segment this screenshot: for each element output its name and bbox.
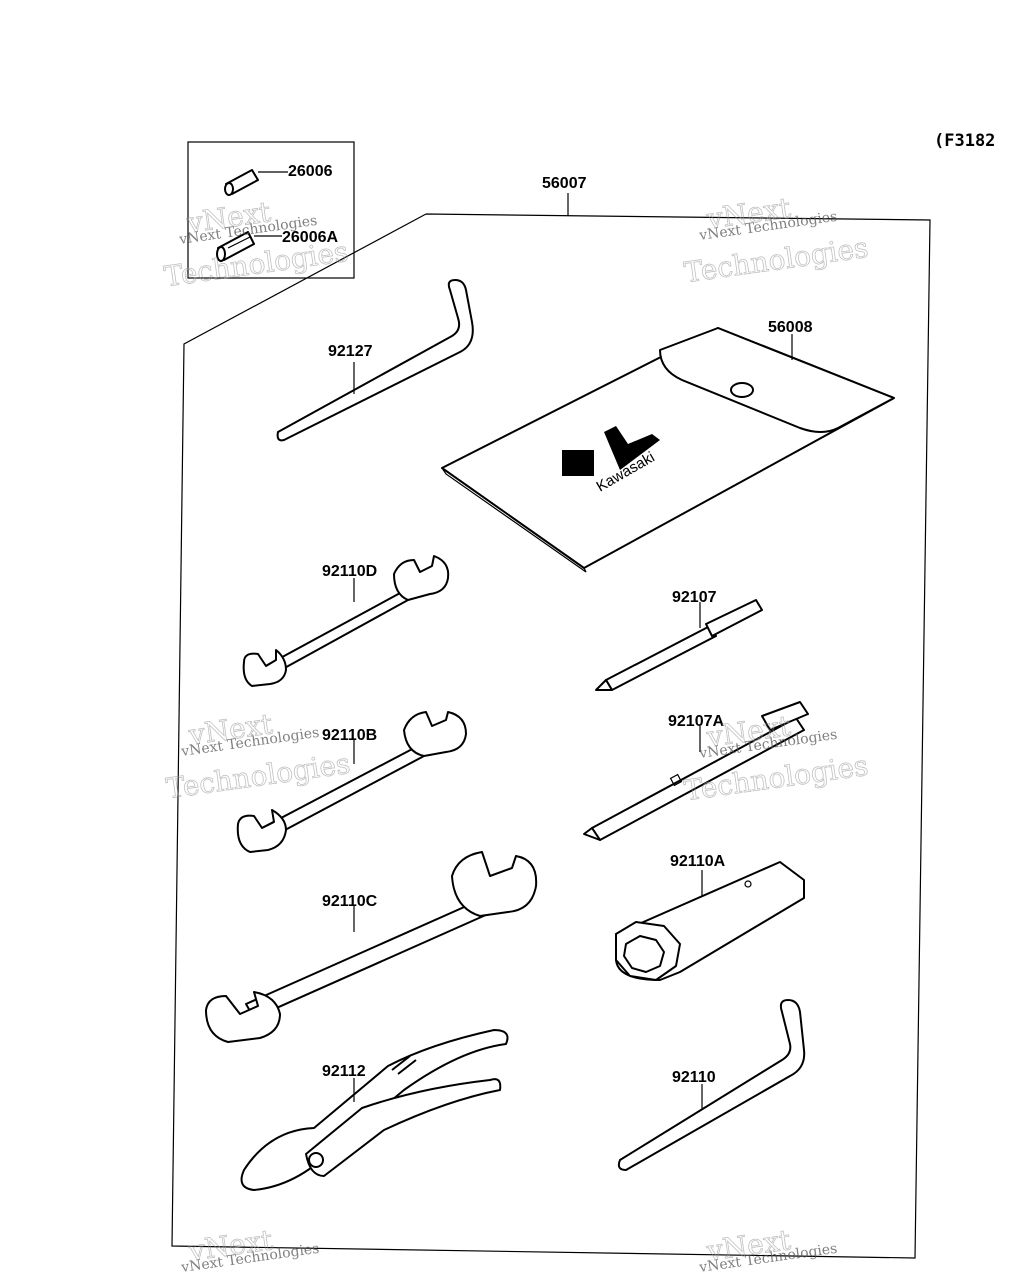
label-92112: 92112 <box>322 1063 366 1080</box>
label-92110D: 92110D <box>322 563 377 580</box>
label-26006: 26006 <box>288 163 333 180</box>
pin-inset-box: 26006 26006A <box>187 141 355 279</box>
label-56008: 56008 <box>768 319 813 336</box>
label-92110C: 92110C <box>322 893 378 910</box>
pin-26006A <box>216 231 282 262</box>
label-26006A: 26006A <box>282 229 338 246</box>
tool-pouch: Kawasaki 56008 <box>441 319 895 573</box>
label-92107: 92107 <box>672 589 717 606</box>
label-56007: 56007 <box>542 175 587 192</box>
watermark-bottom-left: vNext Technologies vNext <box>179 1223 320 1276</box>
plug-socket-92110A: 92110A <box>615 853 805 981</box>
label-92110: 92110 <box>672 1069 716 1086</box>
screwdriver-92107: 92107 <box>595 589 763 691</box>
label-92127: 92127 <box>328 343 373 360</box>
watermark-bottom-right: vNext Technologies vNext <box>697 1223 838 1276</box>
label-92110A: 92110A <box>670 853 726 870</box>
kit-outline: 56007 <box>171 175 931 1259</box>
wrench-92110B: 92110B <box>236 711 467 853</box>
hex-key-large: 92127 <box>276 279 474 442</box>
hex-key-small: 92110 <box>617 999 806 1171</box>
screwdriver-handle-92107A: 92107A <box>583 701 809 841</box>
figure-code: (F3182 <box>934 131 995 151</box>
wrench-92110C: 92110C <box>205 851 538 1043</box>
watermark-top-right: vNext Technologies vNext Technologies <box>682 191 871 290</box>
pliers-92112: 92112 <box>240 1029 509 1191</box>
watermark-mid-left: vNext Technologies vNext Technologies <box>164 707 353 806</box>
wrench-92110D: 92110D <box>242 555 450 687</box>
pin-26006 <box>224 169 288 196</box>
label-92110B: 92110B <box>322 727 377 744</box>
label-92107A: 92107A <box>668 713 724 730</box>
